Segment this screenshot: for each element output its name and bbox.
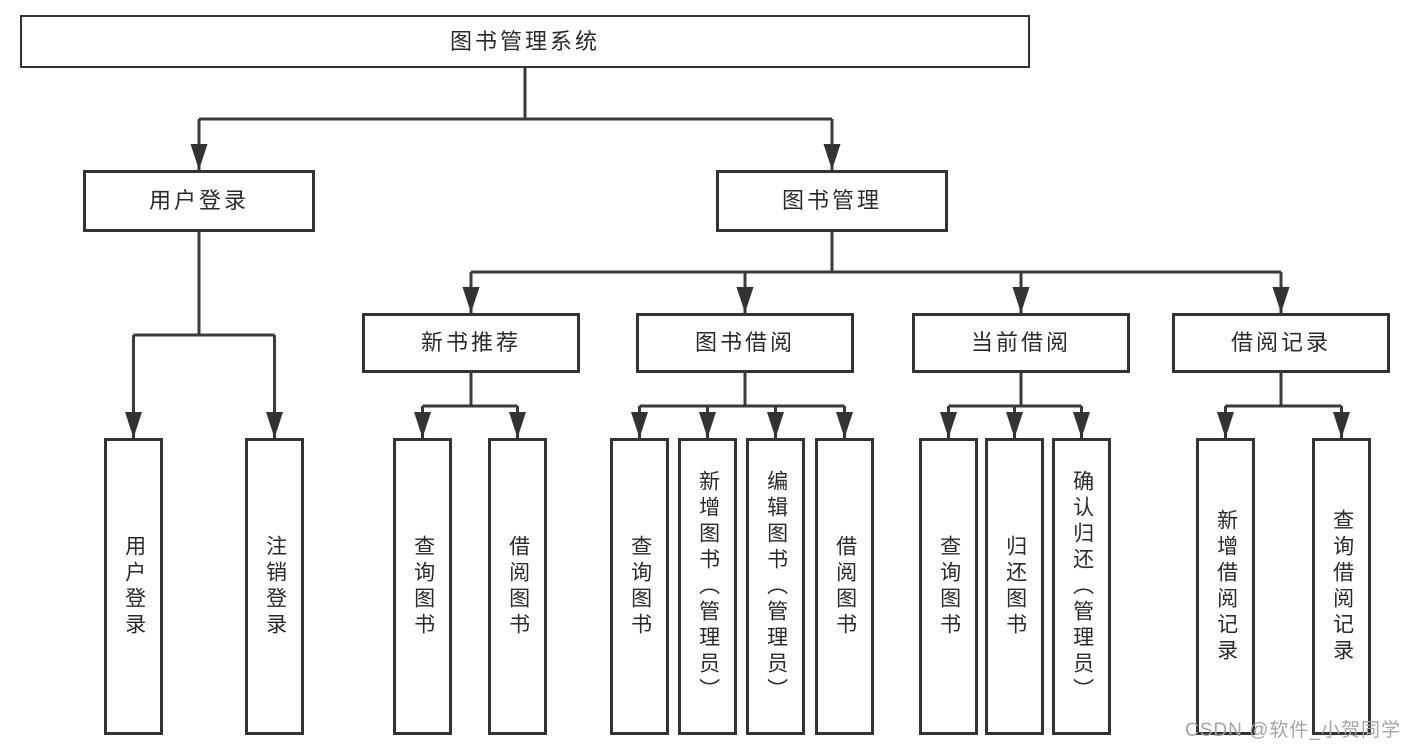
arrowhead — [509, 412, 526, 438]
node-new-book-recommend: 新书推荐 — [362, 313, 580, 373]
arrowhead — [1333, 412, 1350, 438]
node-bb-query-books: 查询图书 — [610, 438, 669, 735]
node-bb-borrow-books: 借阅图书 — [815, 438, 874, 735]
node-borrowing-records: 借阅记录 — [1172, 313, 1390, 373]
node-user-login-leaf: 用户登录 — [104, 438, 163, 735]
arrowhead — [1012, 287, 1030, 313]
node-rec-query-books: 查询图书 — [393, 438, 452, 735]
node-cb-confirm-return-admin: 确认归还（管理员） — [1052, 438, 1111, 735]
connector-borrowing-records-to-children — [1217, 373, 1350, 438]
node-book-borrowing: 图书借阅 — [636, 313, 854, 373]
connector-root-to-level2 — [190, 68, 841, 170]
node-root: 图书管理系统 — [20, 15, 1030, 68]
arrowhead — [1217, 412, 1234, 438]
arrowhead — [266, 412, 283, 438]
arrowhead — [836, 412, 853, 438]
node-bb-edit-books-admin: 编辑图书（管理员） — [746, 438, 805, 735]
arrowhead — [190, 144, 208, 170]
node-current-borrowing: 当前借阅 — [912, 313, 1130, 373]
arrowhead — [462, 287, 480, 313]
csdn-watermark: CSDN @软件_小贺同学 — [1185, 720, 1401, 741]
node-cb-query-books: 查询图书 — [919, 438, 978, 735]
arrowhead — [940, 412, 957, 438]
connector-book-borrowing-to-children — [631, 373, 853, 438]
arrowhead — [631, 412, 648, 438]
arrowhead — [1073, 412, 1090, 438]
connector-current-borrowing-to-children — [940, 373, 1090, 438]
node-br-query-record: 查询借阅记录 — [1312, 438, 1371, 735]
node-cb-return-books: 归还图书 — [985, 438, 1044, 735]
arrowhead — [414, 412, 431, 438]
node-rec-borrow-books: 借阅图书 — [488, 438, 547, 735]
arrowhead — [736, 287, 754, 313]
arrowhead — [823, 144, 841, 170]
node-book-management: 图书管理 — [716, 170, 948, 232]
arrowhead — [1006, 412, 1023, 438]
node-user-login: 用户登录 — [83, 170, 315, 232]
connector-user-login-to-children — [125, 232, 283, 438]
node-logout: 注销登录 — [245, 438, 304, 735]
node-bb-add-books-admin: 新增图书（管理员） — [678, 438, 737, 735]
connector-book-mgmt-to-level3 — [462, 232, 1290, 313]
arrowhead — [1272, 287, 1290, 313]
arrowhead — [125, 412, 142, 438]
arrowhead — [699, 412, 716, 438]
node-br-add-record: 新增借阅记录 — [1196, 438, 1255, 735]
connector-new-book-rec-to-children — [414, 373, 526, 438]
arrowhead — [767, 412, 784, 438]
